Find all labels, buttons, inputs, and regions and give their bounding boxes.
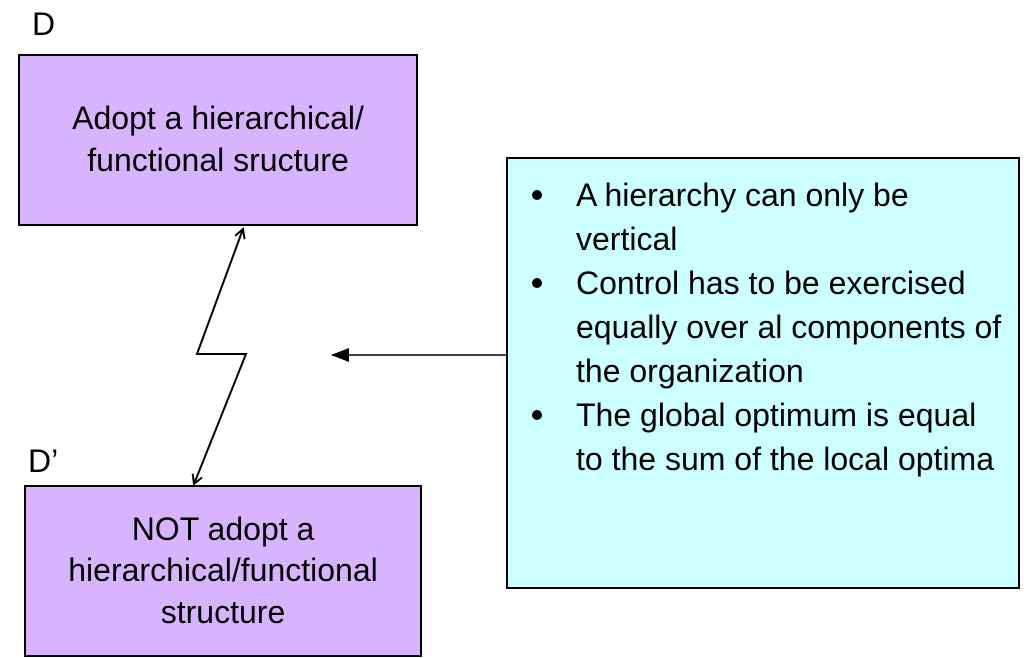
label-d-prime: D’ (28, 443, 59, 479)
assumption-item: Control has to be exercised equally over… (518, 261, 1004, 393)
bullet-icon (532, 410, 542, 420)
assumption-text: Control has to be exercised equally over… (576, 265, 1002, 389)
label-d: D (32, 6, 56, 42)
assumption-item: A hierarchy can only be vertical (518, 173, 1004, 261)
assumptions-list: A hierarchy can only be vertical Control… (518, 173, 1004, 481)
option-box-d-text: Adopt a hierarchical/ functional sructur… (72, 100, 364, 178)
option-box-d-prime-text: NOT adopt a hierarchical/functional stru… (68, 510, 378, 630)
assumption-text: The global optimum is equal to the sum o… (576, 397, 994, 477)
conflict-lightning-arrow (194, 229, 248, 484)
assumption-text: A hierarchy can only be vertical (576, 177, 909, 257)
option-box-d: Adopt a hierarchical/ functional sructur… (18, 54, 418, 226)
bullet-icon (532, 278, 542, 288)
assumption-item: The global optimum is equal to the sum o… (518, 393, 1004, 481)
bullet-icon (532, 190, 542, 200)
option-box-d-prime: NOT adopt a hierarchical/functional stru… (24, 485, 422, 657)
assumptions-box: A hierarchy can only be vertical Control… (506, 157, 1020, 589)
